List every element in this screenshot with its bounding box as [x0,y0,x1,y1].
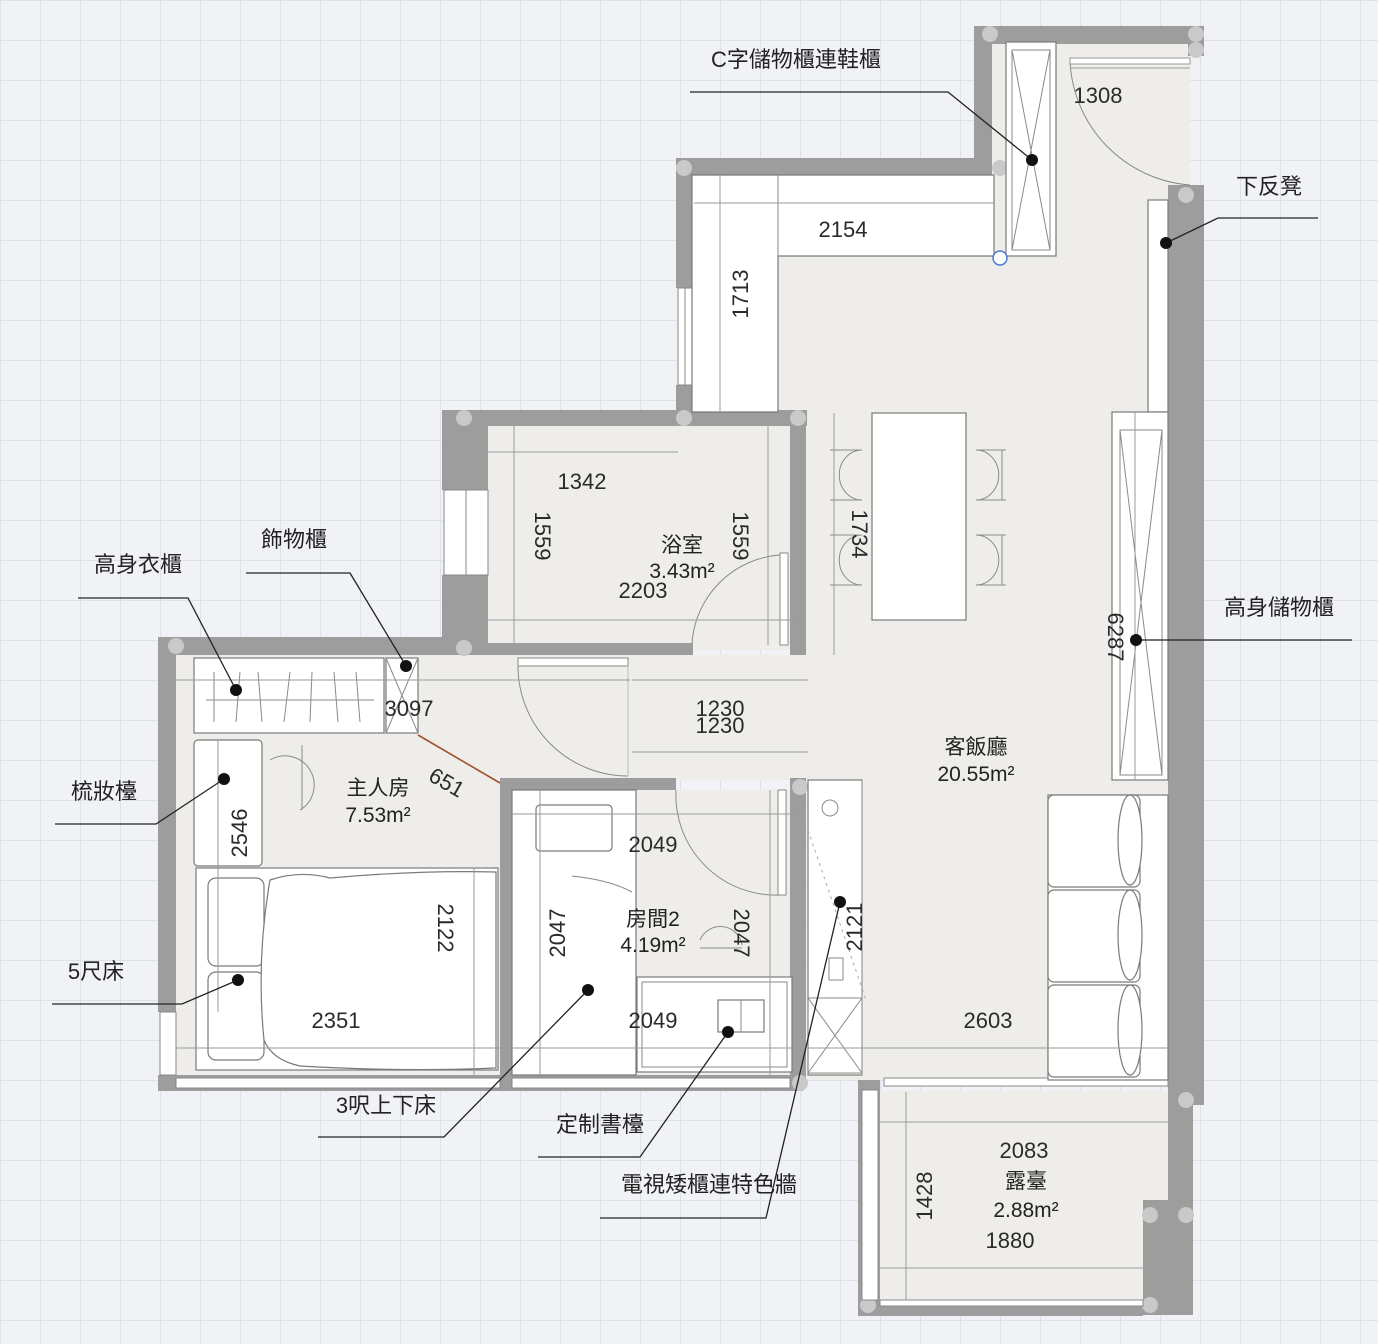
room-room2-name: 房間2 [626,908,680,931]
label-dressing-table: 梳妝檯 [71,779,137,804]
label-bench: 下反凳 [1236,174,1302,199]
label-display-cabinet: 飾物櫃 [261,527,327,552]
label-tall-storage: 高身儲物櫃 [1224,595,1334,620]
dim-room2-left: 2047 [545,909,570,958]
leader-bunk-bed [318,989,589,1138]
leader-display-cabinet [246,572,407,667]
dimension-lines [176,67,1190,1300]
dim-entry-cabinet: 1308 [1074,83,1123,108]
leader-desk [538,1031,729,1158]
bench [1147,199,1169,413]
dim-living-top: 2154 [819,217,868,242]
room-labels: 浴室 3.43m² 主人房 7.53m² 房間2 4.19m² 客飯廳 20.5… [345,534,1058,1222]
dining-table [871,412,967,621]
dim-room2-top: 2049 [629,832,678,857]
leader-tv-cabinet [600,901,841,1219]
label-tv-cabinet: 電視矮櫃連特色牆 [621,1172,797,1197]
leader-dressing-table [55,778,225,825]
dim-bath-diag: 2203 [619,578,668,603]
furniture [193,41,1191,1081]
dim-balcony-left: 1428 [912,1172,937,1221]
room-bathroom-name: 浴室 [661,534,703,557]
dim-tv-wall: 2121 [842,903,867,952]
dim-bath-height-left: 1559 [530,512,555,561]
dim-wardrobe-run: 3097 [385,696,434,721]
dim-bath-width: 1342 [558,469,607,494]
bath-floor [488,425,798,650]
diagonal-dimension-line [417,734,501,784]
dim-corridor-a: 1230 [696,696,745,721]
label-bunk-bed: 3呎上下床 [336,1093,436,1118]
dim-balcony-bottom: 1880 [986,1228,1035,1253]
leader-shoe-cabinet [690,91,1033,161]
room-bathroom-area: 3.43m² [649,560,714,583]
room-living-name: 客飯廳 [945,736,1008,759]
dim-corridor-b: 1230 [696,713,745,738]
label-tall-wardrobe: 高身衣櫃 [94,552,182,577]
callout-labels: C字儲物櫃連鞋櫃 下反凳 高身儲物櫃 飾物櫃 高身衣櫃 梳妝檯 5尺床 3呎上下… [68,47,1334,1197]
wardrobe [193,657,385,734]
dim-dining-table: 1734 [847,510,872,559]
dim-living-height: 6287 [1103,613,1128,662]
dim-bath-height-right: 1559 [728,512,753,561]
room-master-name: 主人房 [347,777,410,800]
room-balcony-name: 露臺 [1005,1170,1047,1193]
leader-wardrobe [78,597,237,691]
room-living-area: 20.55m² [937,763,1014,786]
dim-master-height: 2122 [433,904,458,953]
dressing-table [193,739,263,867]
dim-balcony-top: 2083 [1000,1138,1049,1163]
room-room2-area: 4.19m² [620,934,685,957]
label-shoe-cabinet: C字儲物櫃連鞋櫃 [711,47,881,72]
dim-master-width: 2351 [312,1008,361,1033]
dim-corridor-vertical: 1713 [728,270,753,319]
dim-room2-right: 2047 [729,909,754,958]
dimension-labels: 1308 2154 1713 1342 1559 1559 2203 1734 … [227,83,1128,1253]
windows [159,287,1169,1307]
columns [168,26,1204,1313]
label-custom-desk: 定制書檯 [556,1112,644,1137]
leader-bench [1165,217,1318,244]
room-balcony-area: 2.88m² [993,1199,1058,1222]
dim-living-bottom: 2603 [964,1008,1013,1033]
room-master-area: 7.53m² [345,804,410,827]
callouts [52,91,1352,1219]
balcony-floor [880,1090,1168,1300]
dim-room2-bottom: 2049 [629,1008,678,1033]
leader-bed [52,979,239,1005]
label-bed-5ft: 5尺床 [68,959,124,984]
dim-vanity: 2546 [227,809,252,858]
desk [636,976,793,1073]
